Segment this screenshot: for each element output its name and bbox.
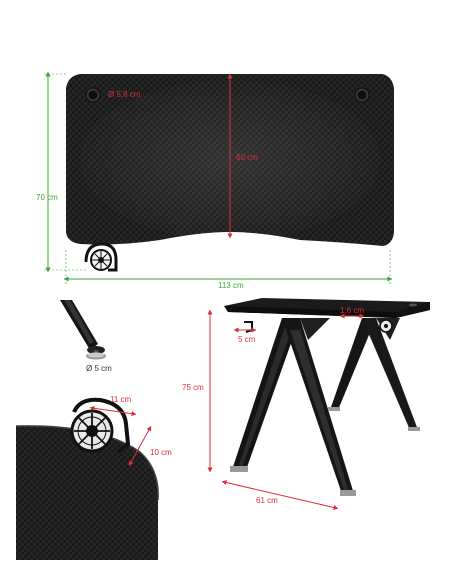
holder-depth-label: 10 cm [150,448,172,457]
inner-depth-label: 60 cm [236,153,258,162]
holder-depth-dimension-line [128,425,152,467]
holder-width-dimension-line [89,405,137,417]
top-width-label: 113 cm [218,281,244,290]
perspective-depth-label: 61 cm [256,496,278,505]
headphone-holder-large [70,397,131,454]
height-label: 75 cm [182,383,204,392]
hole-diameter-label: Ø 5,8 cm [108,90,141,99]
headphone-holder-top [84,242,118,272]
perspective-desk [207,298,430,510]
hook-label: 5 cm [238,335,256,344]
perspective-depth-dimension-line [221,480,339,510]
hole-label: 1,6 cm [340,306,365,315]
holder-width-label: 11 cm [110,395,132,404]
holder-detail [15,397,159,560]
foot-diameter-label: Ø 5 cm [86,364,112,373]
leg-foot-detail [60,300,106,360]
top-view-desktop [44,71,394,284]
top-depth-label: 70 cm [36,193,58,202]
